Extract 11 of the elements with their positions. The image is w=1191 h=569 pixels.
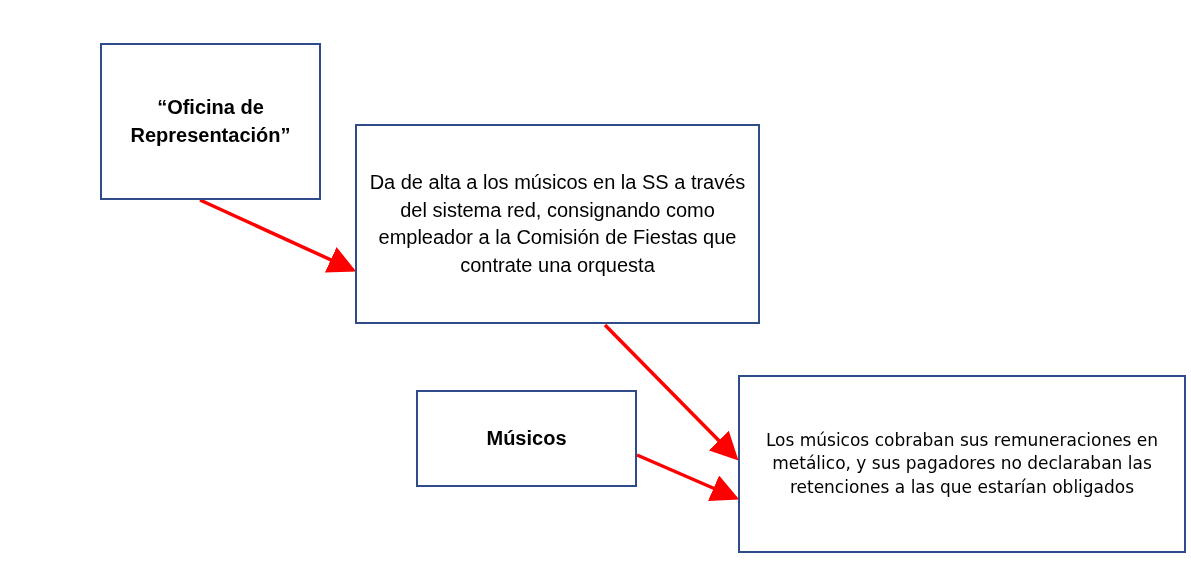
arrow: [636, 453, 740, 502]
text-box: [100, 43, 321, 200]
box-text: Músicos: [486, 425, 567, 451]
box-text: Da de alta a los músicos en la SS a través del sistema red, consignando como empleador a la Comisión de Fiestas que contrate una orquesta: [369, 170, 746, 278]
text-box: [355, 124, 760, 324]
arrow: [199, 198, 357, 273]
box-text: Los músicos cobraban sus remuneraciones en metálico, y sus pagadores no declaraban las retenciones a las que estarían obligados: [764, 428, 1160, 499]
text-box: [738, 375, 1186, 553]
box-text: “Oficina de Representación”: [129, 95, 292, 148]
arrow: [603, 323, 739, 461]
text-box: [416, 390, 637, 487]
